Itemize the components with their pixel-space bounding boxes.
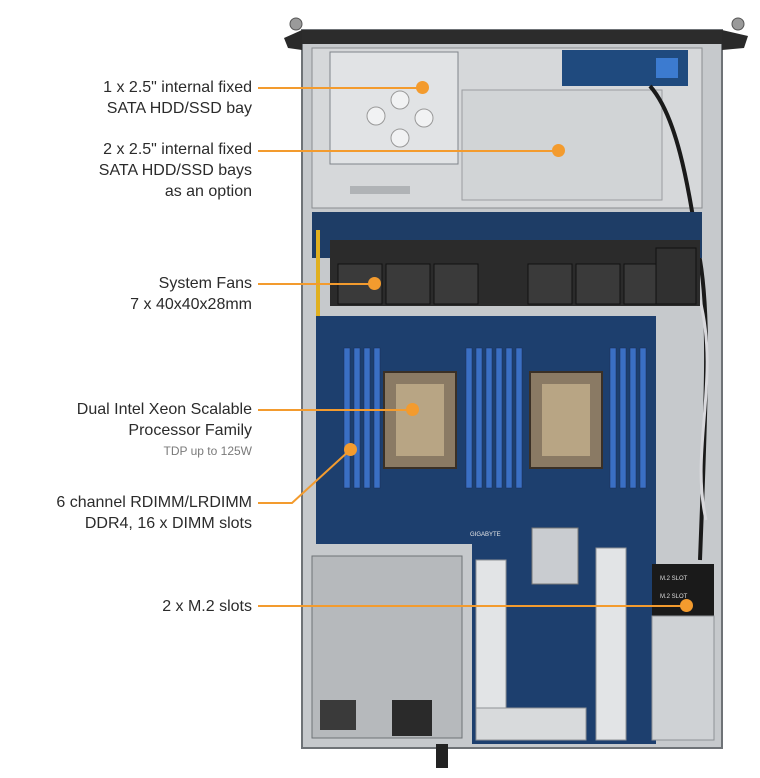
- callout-line: 2 x 2.5" internal fixed: [103, 141, 252, 158]
- callout-hdd-bay: 1 x 2.5" internal fixed SATA HDD/SSD bay: [103, 77, 252, 119]
- system-fans: [337, 247, 697, 305]
- chipset-heatsink: [531, 527, 579, 585]
- leader-line: [258, 283, 374, 285]
- fan: [655, 247, 697, 305]
- thumbscrew-left: [289, 17, 303, 31]
- callout-dot: [680, 599, 693, 612]
- m2-label-b: M.2 SLOT: [660, 594, 688, 600]
- callout-line: System Fans: [158, 275, 252, 292]
- callout-line: 6 channel RDIMM/LRDIMM: [56, 494, 252, 511]
- callout-line: Dual Intel Xeon Scalable: [76, 401, 252, 418]
- callout-dot: [344, 443, 357, 456]
- m2-label-a: M.2 SLOT: [660, 576, 688, 582]
- callout-line: as an option: [164, 183, 252, 200]
- callout-optional-bays: 2 x 2.5" internal fixed SATA HDD/SSD bay…: [99, 139, 252, 202]
- callout-m2-slots: 2 x M.2 slots: [162, 596, 252, 617]
- fan: [575, 263, 621, 305]
- callout-subtext: TDP up to 125W: [163, 444, 253, 458]
- callout-dot: [416, 81, 429, 94]
- callout-line: Processor Family: [128, 422, 252, 439]
- fan: [527, 263, 573, 305]
- callout-line: 2 x M.2 slots: [162, 598, 252, 615]
- board-brand: GIGABYTE: [470, 532, 501, 538]
- callout-dot: [368, 277, 381, 290]
- thumbscrew-right: [731, 17, 745, 31]
- leader-line: [258, 409, 412, 411]
- leader-line: [258, 150, 558, 152]
- callout-line: 7 x 40x40x28mm: [130, 296, 252, 313]
- callout-processors: Dual Intel Xeon Scalable Processor Famil…: [77, 399, 252, 461]
- fan: [433, 263, 479, 305]
- leader-line: [258, 605, 684, 607]
- riser-bracket-right: [595, 547, 627, 741]
- rack-ear-left: [284, 30, 302, 50]
- dimm-bank-left: [343, 347, 381, 489]
- callout-dot: [552, 144, 565, 157]
- front-panel-strip: [302, 30, 722, 44]
- rack-ear-right: [722, 30, 748, 50]
- callout-line: SATA HDD/SSD bay: [106, 100, 252, 117]
- dimm-bank-center: [465, 347, 523, 489]
- callout-line: SATA HDD/SSD bays: [98, 162, 252, 179]
- callout-dot: [406, 403, 419, 416]
- leader-line: [258, 87, 422, 89]
- callout-dimm: 6 channel RDIMM/LRDIMM DDR4, 16 x DIMM s…: [56, 492, 252, 534]
- cable: [648, 84, 709, 561]
- callout-system-fans: System Fans 7 x 40x40x28mm: [130, 273, 252, 315]
- callout-line: 1 x 2.5" internal fixed: [103, 79, 252, 96]
- fan: [385, 263, 431, 305]
- callout-line: DDR4, 16 x DIMM slots: [84, 515, 252, 532]
- dimm-bank-right: [609, 347, 647, 489]
